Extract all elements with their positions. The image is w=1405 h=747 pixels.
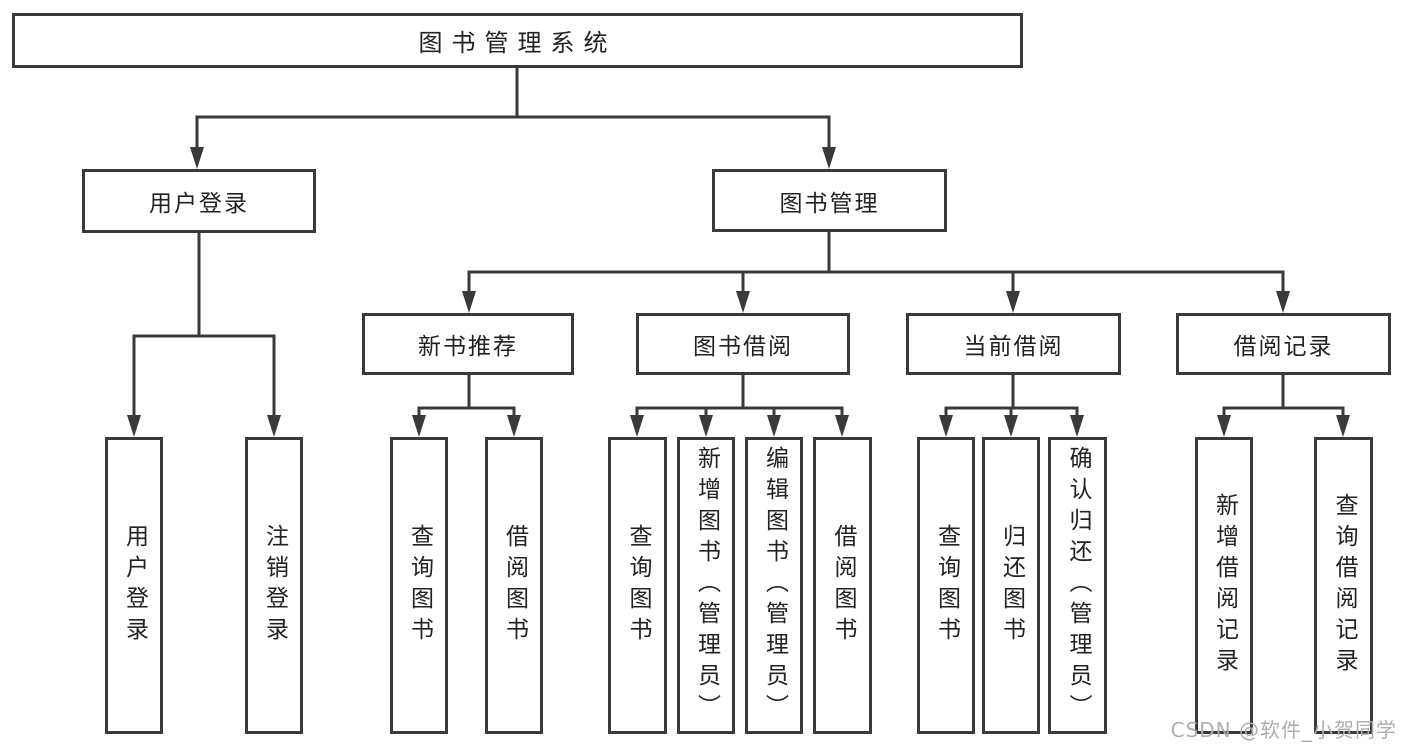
node-leaf-add-book-admin-label: 新增图书（管理员） [693, 446, 720, 725]
node-leaf-query-books-current: 查询图书 [917, 437, 975, 734]
node-leaf-edit-book-admin: 编辑图书（管理员） [745, 437, 803, 734]
node-new-book-recommend: 新书推荐 [362, 313, 574, 375]
node-current-borrow-label: 当前借阅 [963, 334, 1064, 360]
node-leaf-query-books-borrow-label: 查询图书 [625, 523, 651, 648]
node-leaf-edit-book-admin-label: 编辑图书（管理员） [761, 446, 788, 725]
node-book-management: 图书管理 [712, 169, 947, 232]
node-leaf-borrow-books-recommend: 借阅图书 [485, 437, 543, 734]
connector-new-book-recommend [412, 375, 521, 437]
node-leaf-query-books-borrow: 查询图书 [608, 437, 667, 734]
node-user-login-branch: 用户登录 [82, 169, 316, 233]
node-leaf-logout: 注销登录 [245, 437, 303, 734]
node-leaf-return-book: 归还图书 [982, 437, 1040, 734]
node-user-login-branch-label: 用户登录 [149, 191, 249, 217]
node-leaf-add-borrow-record: 新增借阅记录 [1195, 437, 1253, 734]
node-leaf-borrow-books-label: 借阅图书 [830, 523, 856, 648]
connector-root [190, 68, 836, 169]
node-leaf-query-borrow-record: 查询借阅记录 [1314, 437, 1373, 734]
connector-user-login [127, 233, 281, 437]
node-root-system-label: 图书管理系统 [418, 29, 617, 57]
connector-book-borrow [630, 375, 849, 437]
node-leaf-user-login: 用户登录 [105, 437, 163, 734]
node-root-system: 图书管理系统 [12, 13, 1023, 68]
node-leaf-query-books-current-label: 查询图书 [933, 523, 960, 648]
connector-book-management [462, 232, 1290, 313]
watermark-text: CSDN @软件_小贺同学 [1170, 718, 1397, 742]
node-leaf-return-book-label: 归还图书 [998, 523, 1025, 648]
node-leaf-confirm-return-admin-label: 确认归还（管理员） [1065, 446, 1091, 725]
node-book-borrow: 图书借阅 [636, 313, 850, 375]
connector-borrow-records [1217, 375, 1350, 437]
node-current-borrow: 当前借阅 [906, 313, 1121, 375]
node-leaf-query-books-recommend: 查询图书 [390, 437, 448, 734]
node-leaf-confirm-return-admin: 确认归还（管理员） [1048, 437, 1107, 734]
node-leaf-query-borrow-record-label: 查询借阅记录 [1331, 492, 1357, 679]
node-leaf-query-books-recommend-label: 查询图书 [406, 523, 433, 648]
node-book-management-label: 图书管理 [779, 190, 880, 217]
node-leaf-add-book-admin: 新增图书（管理员） [677, 437, 735, 734]
node-leaf-borrow-books-recommend-label: 借阅图书 [501, 523, 528, 648]
node-leaf-add-borrow-record-label: 新增借阅记录 [1211, 492, 1238, 679]
node-leaf-borrow-books: 借阅图书 [813, 437, 872, 734]
node-borrow-records-label: 借阅记录 [1233, 334, 1334, 360]
node-borrow-records: 借阅记录 [1176, 313, 1391, 375]
node-leaf-user-login-label: 用户登录 [121, 523, 148, 648]
node-new-book-recommend-label: 新书推荐 [418, 334, 518, 360]
connector-current-borrow [939, 375, 1084, 437]
node-leaf-logout-label: 注销登录 [261, 523, 288, 648]
node-book-borrow-label: 图书借阅 [693, 334, 793, 360]
